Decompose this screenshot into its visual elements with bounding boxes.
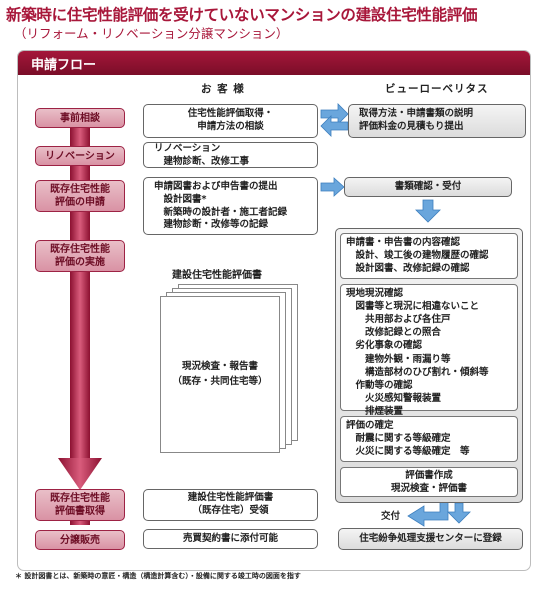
bv-report-box: 評価書作成 現況検査・評価書 xyxy=(340,467,518,497)
arrow-right-application xyxy=(320,177,345,197)
customer-renovation-box: リノベーション 建物診断、改修工事 xyxy=(143,142,318,168)
customer-consult-box: 住宅性能評価取得・ 申請方法の相談 xyxy=(143,104,318,138)
arrow-down-accept xyxy=(415,199,441,223)
footnote: ＊ 設計図書とは、新築時の意匠・構造（構造計算含む）・設備に関する竣工時の図面を… xyxy=(15,572,301,580)
arrow-right-consult xyxy=(320,103,349,125)
delivery-label: 交付 xyxy=(381,511,401,522)
bv-explain-box: 取得方法・申請書類の説明 評価料金の見積もり提出 xyxy=(348,104,526,138)
column-header-bureau-veritas: ビューローベリタス xyxy=(385,83,489,95)
customer-receive-box: 建設住宅性能評価書 （既存住宅）受領 xyxy=(143,489,318,521)
bv-inspection-box: 現地現況確認 図書等と現況に相違ないこと 共用部および各住戸 改修記録との照合 … xyxy=(340,284,518,417)
flow-header-title: 申請フロー xyxy=(31,58,97,73)
step-implementation: 既存住宅性能 評価の実施 xyxy=(35,240,125,272)
bv-review-box: 申請書・申告書の内容確認 設計、竣工後の建物履歴の確認 設計図書、改修記録の確認 xyxy=(340,233,518,279)
step-renovation: リノベーション xyxy=(35,146,125,166)
bv-accept-box: 書類確認・受付 xyxy=(344,177,512,197)
bv-evaluation-box: 評価の確定 耐震に関する等級確定 火災に関する等級確定 等 xyxy=(340,416,518,462)
arrow-left-explain xyxy=(320,115,349,137)
page-title: 新築時に住宅性能評価を受けていないマンションの建設住宅性能評価 xyxy=(6,6,478,24)
customer-application-box: 申請図書および申告書の提出 設計図書* 新築時の設計者・施工者記録 建物診断・改… xyxy=(143,177,318,235)
evaluation-report-caption: 建設住宅性能評価書 xyxy=(172,270,262,281)
flow-header-bar: 申請フロー xyxy=(18,51,530,75)
page-subtitle: （リフォーム・リノベーション分譲マンション） xyxy=(14,26,289,41)
step-sale: 分譲販売 xyxy=(35,530,125,550)
step-preliminary-consultation: 事前相談 xyxy=(35,108,125,128)
column-header-customer: お 客 様 xyxy=(201,83,245,95)
document-page-front: 現況検査・報告書 （既存・共同住宅等） xyxy=(160,296,280,453)
step-report-acquisition: 既存住宅性能 評価書取得 xyxy=(35,489,125,521)
bv-register-box: 住宅紛争処理支援センターに登録 xyxy=(338,528,523,550)
arrow-down-register xyxy=(447,502,471,524)
arrow-curve-delivery xyxy=(407,500,449,527)
step-application: 既存住宅性能 評価の申請 xyxy=(35,180,125,212)
customer-sale-box: 売買契約書に添付可能 xyxy=(143,529,318,549)
